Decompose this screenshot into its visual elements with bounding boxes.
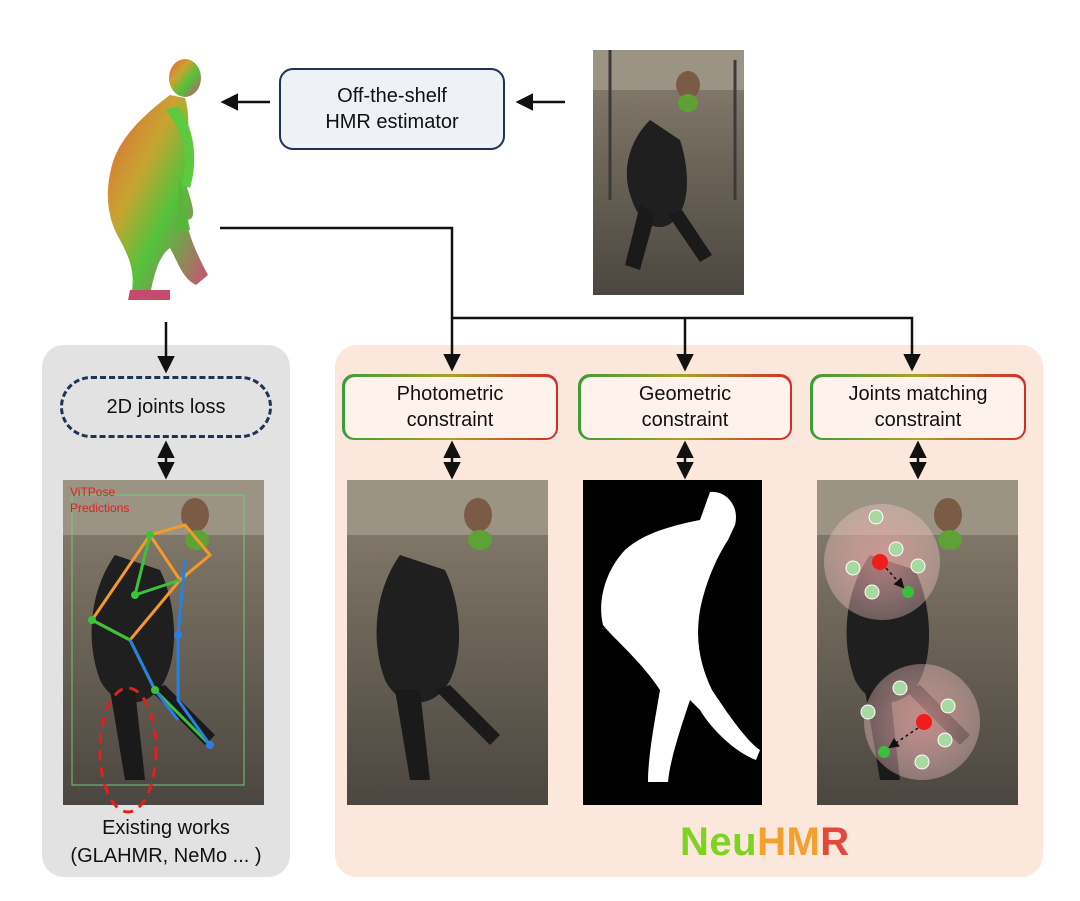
vitpose-photo [63,480,264,812]
geometric-silhouette [583,480,762,805]
vitpose-label: ViTPose Predictions [70,484,129,516]
hmr-mesh-figure [108,59,208,300]
geometric-constraint-box: Geometric constraint [578,374,792,440]
caption-line2: (GLAHMR, NeMo ... ) [42,842,290,870]
joints-matching-constraint-box: Joints matching constraint [810,374,1026,440]
brand-part2: HM [757,820,820,864]
brand-part3: R [820,820,849,864]
photometric-photo [347,480,548,805]
joints-loss-box: 2D joints loss [60,376,272,438]
vitpose-line1: ViTPose [70,484,129,500]
geometric-line1: Geometric [639,381,731,407]
estimator-line1: Off-the-shelf [337,83,447,109]
brand-part1: Neu [680,820,757,864]
input-photo [593,50,744,295]
hmr-estimator-box: Off-the-shelf HMR estimator [279,68,505,150]
existing-works-caption: Existing works (GLAHMR, NeMo ... ) [42,814,290,870]
neuhmr-brand: NeuHMR [680,820,850,865]
joints-matching-line2: constraint [875,407,962,433]
vitpose-line2: Predictions [70,500,129,516]
photometric-line1: Photometric [397,381,504,407]
estimator-line2: HMR estimator [325,109,458,135]
joints-matching-line1: Joints matching [849,381,988,407]
photometric-constraint-box: Photometric constraint [342,374,558,440]
joints-loss-label: 2D joints loss [107,396,226,419]
photometric-line2: constraint [407,407,494,433]
geometric-line2: constraint [642,407,729,433]
joints-matching-photo [817,480,1018,805]
caption-line1: Existing works [42,814,290,842]
